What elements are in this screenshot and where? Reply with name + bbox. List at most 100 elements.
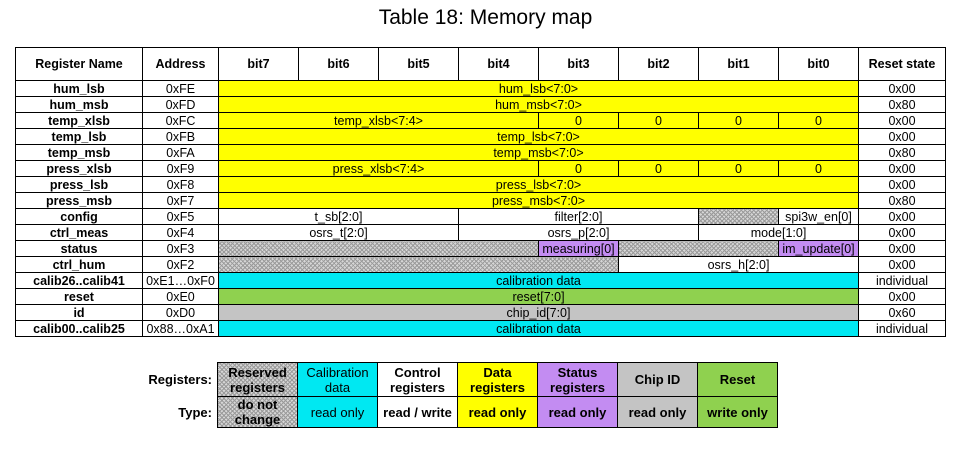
reset-value: 0x00 bbox=[858, 224, 946, 241]
reset-value: individual bbox=[858, 272, 946, 289]
header-bit7: bit7 bbox=[218, 47, 299, 81]
osrs-p-field: osrs_p[2:0] bbox=[458, 224, 699, 241]
register-name: calib00..calib25 bbox=[15, 320, 143, 337]
reset-value: 0x00 bbox=[858, 160, 946, 177]
calibration-field: calibration data bbox=[218, 320, 859, 337]
chip-id-field: chip_id[7:0] bbox=[218, 304, 859, 321]
reset-value: 0x00 bbox=[858, 112, 946, 129]
register-address: 0xE1…0xF0 bbox=[142, 272, 219, 289]
header-row: Register Name Address bit7 bit6 bit5 bit… bbox=[15, 47, 946, 81]
zero-bit: 0 bbox=[618, 160, 699, 177]
legend-control: Control registers bbox=[377, 362, 458, 397]
register-name: id bbox=[15, 304, 143, 321]
register-address: 0xD0 bbox=[142, 304, 219, 321]
register-name: temp_lsb bbox=[15, 128, 143, 145]
zero-bit: 0 bbox=[698, 160, 779, 177]
table-row: temp_lsb 0xFB temp_lsb<7:0> 0x00 bbox=[15, 128, 946, 145]
osrs-t-field: osrs_t[2:0] bbox=[218, 224, 459, 241]
zero-bit: 0 bbox=[538, 112, 619, 129]
header-register-name: Register Name bbox=[15, 47, 143, 81]
register-address: 0xE0 bbox=[142, 288, 219, 305]
t-sb-field: t_sb[2:0] bbox=[218, 208, 459, 225]
data-field: temp_msb<7:0> bbox=[218, 144, 859, 161]
filter-field: filter[2:0] bbox=[458, 208, 699, 225]
header-bit1: bit1 bbox=[698, 47, 779, 81]
reset-value: individual bbox=[858, 320, 946, 337]
legend-status: Status registers bbox=[537, 362, 618, 397]
register-name: hum_lsb bbox=[15, 80, 143, 97]
register-address: 0x88…0xA1 bbox=[142, 320, 219, 337]
legend-data: Data registers bbox=[457, 362, 538, 397]
reset-value: 0x00 bbox=[858, 128, 946, 145]
legend-chip-id-type: read only bbox=[617, 396, 698, 428]
reset-value: 0x80 bbox=[858, 96, 946, 113]
data-field: hum_msb<7:0> bbox=[218, 96, 859, 113]
header-bit5: bit5 bbox=[378, 47, 459, 81]
data-field: press_lsb<7:0> bbox=[218, 176, 859, 193]
table-row: press_xlsb 0xF9 press_xlsb<7:4> 0 0 0 0 … bbox=[15, 160, 946, 177]
data-field: press_msb<7:0> bbox=[218, 192, 859, 209]
reset-field: reset[7:0] bbox=[218, 288, 859, 305]
table-row: status 0xF3 measuring[0] im_update[0] 0x… bbox=[15, 240, 946, 257]
data-field: temp_lsb<7:0> bbox=[218, 128, 859, 145]
zero-bit: 0 bbox=[538, 160, 619, 177]
reset-value: 0x80 bbox=[858, 144, 946, 161]
register-address: 0xFC bbox=[142, 112, 219, 129]
reset-value: 0x00 bbox=[858, 176, 946, 193]
table-row: hum_lsb 0xFE hum_lsb<7:0> 0x00 bbox=[15, 80, 946, 97]
register-address: 0xFB bbox=[142, 128, 219, 145]
reset-value: 0x60 bbox=[858, 304, 946, 321]
register-name: ctrl_meas bbox=[15, 224, 143, 241]
data-field: press_xlsb<7:4> bbox=[218, 160, 539, 177]
register-name: config bbox=[15, 208, 143, 225]
register-address: 0xF9 bbox=[142, 160, 219, 177]
data-field: temp_xlsb<7:4> bbox=[218, 112, 539, 129]
legend-data-type: read only bbox=[457, 396, 538, 428]
table-title: Table 18: Memory map bbox=[378, 6, 593, 29]
register-address: 0xFA bbox=[142, 144, 219, 161]
table-row: calib00..calib25 0x88…0xA1 calibration d… bbox=[15, 320, 946, 337]
table-row: temp_msb 0xFA temp_msb<7:0> 0x80 bbox=[15, 144, 946, 161]
register-address: 0xF5 bbox=[142, 208, 219, 225]
register-address: 0xF3 bbox=[142, 240, 219, 257]
memory-map-table: Register Name Address bit7 bit6 bit5 bit… bbox=[15, 47, 946, 337]
register-name: press_msb bbox=[15, 192, 143, 209]
legend-reserved: Reserved registers bbox=[217, 362, 298, 397]
register-name: status bbox=[15, 240, 143, 257]
im-update-field: im_update[0] bbox=[778, 240, 859, 257]
legend-control-type: read / write bbox=[377, 396, 458, 428]
legend-reserved-type: do not change bbox=[217, 396, 298, 428]
register-address: 0xF4 bbox=[142, 224, 219, 241]
header-bit0: bit0 bbox=[778, 47, 859, 81]
header-reset-state: Reset state bbox=[858, 47, 946, 81]
header-bit3: bit3 bbox=[538, 47, 619, 81]
legend-registers-label: Registers: bbox=[148, 372, 212, 387]
table-row: press_lsb 0xF8 press_lsb<7:0> 0x00 bbox=[15, 176, 946, 193]
table-row: calib26..calib41 0xE1…0xF0 calibration d… bbox=[15, 272, 946, 289]
reset-value: 0x00 bbox=[858, 256, 946, 273]
reserved-bits bbox=[618, 240, 779, 257]
reserved-bit bbox=[698, 208, 779, 225]
register-name: press_xlsb bbox=[15, 160, 143, 177]
zero-bit: 0 bbox=[618, 112, 699, 129]
register-address: 0xF2 bbox=[142, 256, 219, 273]
table-row: press_msb 0xF7 press_msb<7:0> 0x80 bbox=[15, 192, 946, 209]
table-row: temp_xlsb 0xFC temp_xlsb<7:4> 0 0 0 0 0x… bbox=[15, 112, 946, 129]
legend-table: Registers: Reserved registers Calibratio… bbox=[141, 362, 778, 428]
measuring-field: measuring[0] bbox=[538, 240, 619, 257]
register-name: reset bbox=[15, 288, 143, 305]
register-address: 0xF7 bbox=[142, 192, 219, 209]
table-row: hum_msb 0xFD hum_msb<7:0> 0x80 bbox=[15, 96, 946, 113]
zero-bit: 0 bbox=[778, 160, 859, 177]
legend-calibration: Calibration data bbox=[297, 362, 378, 397]
table-row: ctrl_meas 0xF4 osrs_t[2:0] osrs_p[2:0] m… bbox=[15, 224, 946, 241]
zero-bit: 0 bbox=[778, 112, 859, 129]
reset-value: 0x80 bbox=[858, 192, 946, 209]
header-bit4: bit4 bbox=[458, 47, 539, 81]
register-name: calib26..calib41 bbox=[15, 272, 143, 289]
register-name: temp_msb bbox=[15, 144, 143, 161]
register-address: 0xFE bbox=[142, 80, 219, 97]
reserved-bits bbox=[218, 240, 539, 257]
register-name: temp_xlsb bbox=[15, 112, 143, 129]
header-bit6: bit6 bbox=[298, 47, 379, 81]
